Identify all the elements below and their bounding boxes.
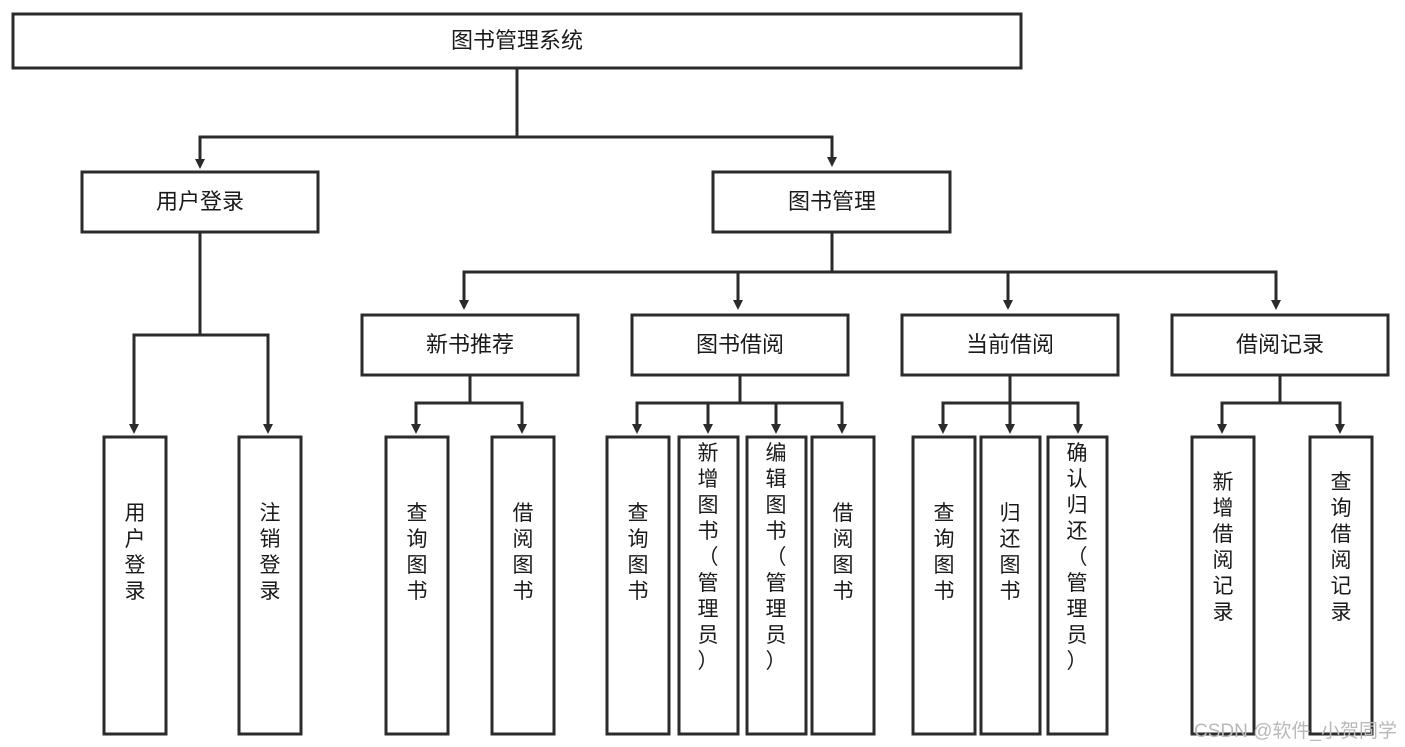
node-root-label: 图书管理系统 <box>451 28 583 53</box>
node-leaf-query-book-2-box[interactable] <box>605 435 671 736</box>
node-leaf-add-book-box[interactable] <box>677 435 740 736</box>
node-leaf-query-book-3[interactable]: 查询图书 <box>911 435 977 736</box>
node-book-manage[interactable]: 图书管理 <box>711 170 952 234</box>
node-borrow-record[interactable]: 借阅记录 <box>1170 313 1390 377</box>
node-new-book-recommend-box[interactable] <box>360 313 580 377</box>
node-leaf-query-book-3-box[interactable] <box>911 435 977 736</box>
node-leaf-return-book-box[interactable] <box>979 435 1042 736</box>
node-leaf-query-book-2[interactable]: 查询图书 <box>605 435 671 736</box>
node-leaf-borrow-book-1[interactable]: 借阅图书 <box>490 435 556 736</box>
node-leaf-add-book[interactable]: 新增图书（管理员） <box>677 435 740 736</box>
node-leaf-user-logout-box[interactable] <box>237 435 303 736</box>
node-leaf-borrow-book-2-box[interactable] <box>810 435 876 736</box>
node-leaf-user-logout-label: 注销登录 <box>260 502 281 603</box>
node-leaf-query-book-2-label: 查询图书 <box>628 502 649 603</box>
node-book-borrow-label: 图书借阅 <box>696 332 784 357</box>
node-leaf-query-book-1-box[interactable] <box>384 435 450 736</box>
node-leaf-user-login[interactable]: 用户登录 <box>102 435 168 736</box>
node-leaf-edit-book-label: 编辑图书（管理员） <box>766 442 787 673</box>
node-leaf-query-book-3-label: 查询图书 <box>934 502 955 603</box>
node-leaf-borrow-book-2-label: 借阅图书 <box>833 502 854 603</box>
node-current-borrow[interactable]: 当前借阅 <box>900 313 1120 377</box>
node-leaf-add-book-label: 新增图书（管理员） <box>698 442 719 673</box>
node-user-login-label: 用户登录 <box>156 189 244 214</box>
node-leaf-query-record-label: 查询借阅记录 <box>1331 471 1352 624</box>
node-new-book-recommend-label: 新书推荐 <box>426 332 514 357</box>
csdn-watermark: CSDN @软件_小贺同学 <box>1194 721 1397 742</box>
node-leaf-user-logout[interactable]: 注销登录 <box>237 435 303 736</box>
node-book-manage-label: 图书管理 <box>788 189 876 214</box>
node-book-manage-box[interactable] <box>711 170 952 234</box>
node-leaf-query-book-1-label: 查询图书 <box>407 502 428 603</box>
node-leaf-return-book[interactable]: 归还图书 <box>979 435 1042 736</box>
node-new-book-recommend[interactable]: 新书推荐 <box>360 313 580 377</box>
node-book-borrow-box[interactable] <box>630 313 850 377</box>
node-leaf-borrow-book-1-box[interactable] <box>490 435 556 736</box>
node-leaf-add-record-label: 新增借阅记录 <box>1213 471 1234 624</box>
node-root[interactable]: 图书管理系统 <box>11 12 1023 70</box>
node-current-borrow-label: 当前借阅 <box>966 332 1054 357</box>
node-borrow-record-box[interactable] <box>1170 313 1390 377</box>
node-leaf-query-record[interactable]: 查询借阅记录 <box>1308 435 1374 736</box>
node-leaf-borrow-book-1-label: 借阅图书 <box>513 502 534 603</box>
node-leaf-query-record-box[interactable] <box>1308 435 1374 736</box>
node-root-box[interactable] <box>11 12 1023 70</box>
node-leaf-borrow-book-2[interactable]: 借阅图书 <box>810 435 876 736</box>
node-user-login[interactable]: 用户登录 <box>80 170 320 234</box>
node-leaf-add-record-box[interactable] <box>1190 435 1256 736</box>
node-leaf-user-login-box[interactable] <box>102 435 168 736</box>
node-leaf-edit-book[interactable]: 编辑图书（管理员） <box>745 435 808 736</box>
node-borrow-record-label: 借阅记录 <box>1236 332 1324 357</box>
node-leaf-confirm-return-label: 确认归还（管理员） <box>1067 442 1088 673</box>
node-leaf-user-login-label: 用户登录 <box>125 502 146 603</box>
node-user-login-box[interactable] <box>80 170 320 234</box>
node-leaf-confirm-return-box[interactable] <box>1046 435 1109 736</box>
node-leaf-return-book-label: 归还图书 <box>1000 502 1021 603</box>
node-leaf-confirm-return[interactable]: 确认归还（管理员） <box>1046 435 1109 736</box>
node-leaf-add-record[interactable]: 新增借阅记录 <box>1190 435 1256 736</box>
node-current-borrow-box[interactable] <box>900 313 1120 377</box>
node-book-borrow[interactable]: 图书借阅 <box>630 313 850 377</box>
node-leaf-edit-book-box[interactable] <box>745 435 808 736</box>
node-leaf-query-book-1[interactable]: 查询图书 <box>384 435 450 736</box>
connectors-layer <box>129 66 1345 434</box>
